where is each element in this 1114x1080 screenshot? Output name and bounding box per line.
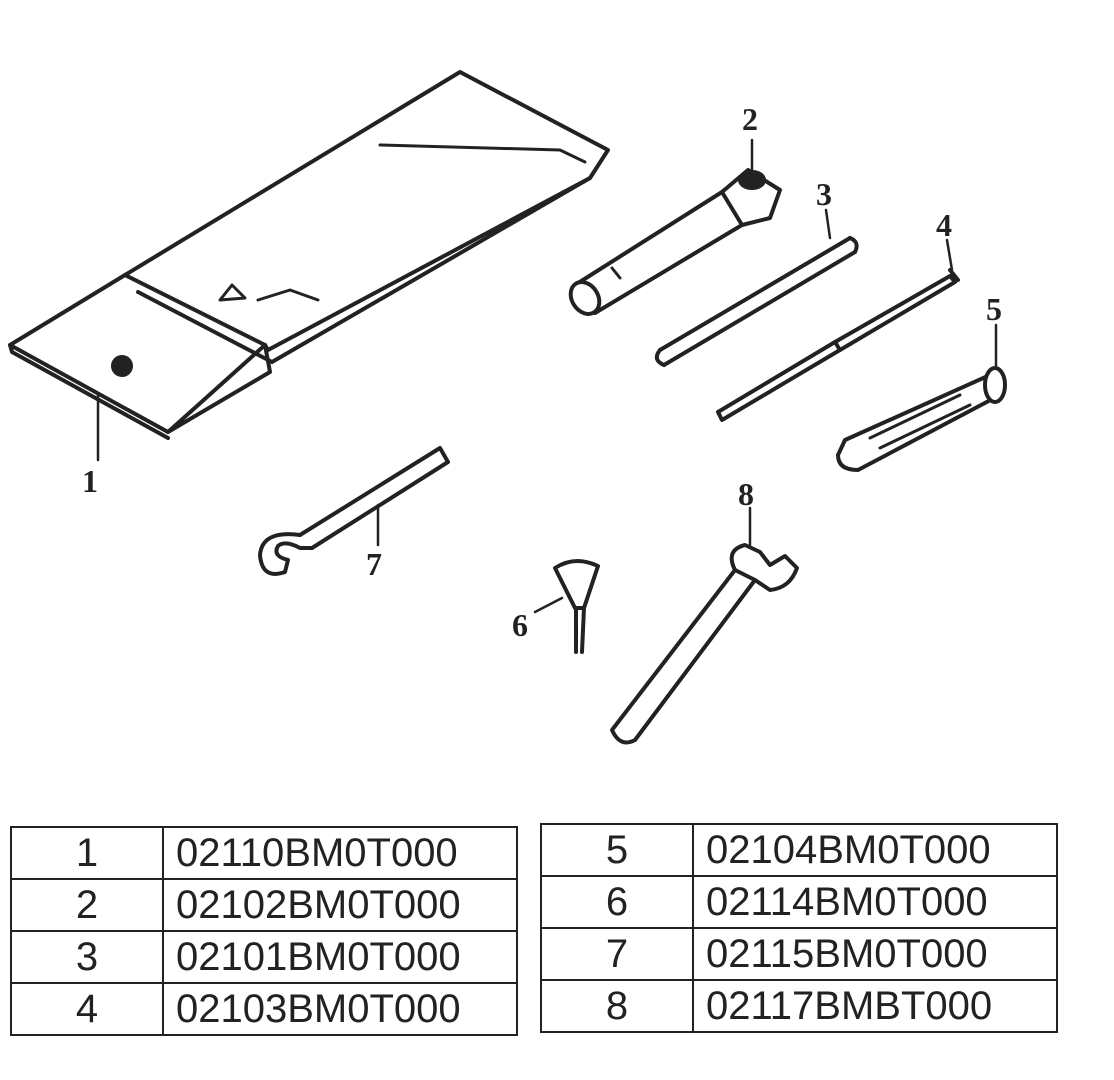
tommy-bar-illustration	[654, 236, 859, 367]
part-number: 5	[540, 823, 694, 877]
parts-table-left: 1 02110BM0T000 2 02102BM0T000 3 02101BM0…	[10, 826, 518, 1036]
part-number: 4	[10, 982, 164, 1036]
callout-7: 7	[366, 546, 382, 582]
table-row: 2 02102BM0T000	[10, 878, 518, 932]
part-code: 02104BM0T000	[692, 823, 1058, 877]
callout-1: 1	[82, 463, 98, 499]
callout-8: 8	[738, 476, 754, 512]
part-code: 02110BM0T000	[162, 826, 518, 880]
part-number: 8	[540, 979, 694, 1033]
table-row: 6 02114BM0T000	[540, 875, 1058, 929]
callout-2: 2	[742, 101, 758, 137]
table-row: 3 02101BM0T000	[10, 930, 518, 984]
leader-lines	[96, 138, 998, 614]
part-code: 02114BM0T000	[692, 875, 1058, 929]
screwdriver-handle-illustration	[836, 366, 1007, 472]
funnel-illustration	[553, 559, 600, 654]
table-row: 7 02115BM0T000	[540, 927, 1058, 981]
callout-5: 5	[986, 291, 1002, 327]
table-row: 1 02110BM0T000	[10, 826, 518, 880]
parts-table-right: 5 02104BM0T000 6 02114BM0T000 7 02115BM0…	[540, 823, 1058, 1033]
table-row: 5 02104BM0T000	[540, 823, 1058, 877]
part-number: 3	[10, 930, 164, 984]
part-number: 2	[10, 878, 164, 932]
screwdriver-blade-illustration	[716, 268, 960, 422]
part-code: 02117BMBT000	[692, 979, 1058, 1033]
callout-3: 3	[816, 176, 832, 212]
part-code: 02103BM0T000	[162, 982, 518, 1036]
box-spanner-illustration	[568, 168, 782, 316]
open-end-spanner-illustration	[610, 543, 799, 745]
tool-kit-diagram: 1 2 3 4 5 6 7 8	[8, 70, 1007, 745]
part-number: 7	[540, 927, 694, 981]
hook-spanner-illustration	[258, 446, 450, 576]
part-number: 1	[10, 826, 164, 880]
part-number: 6	[540, 875, 694, 929]
part-code: 02101BM0T000	[162, 930, 518, 984]
part-code: 02102BM0T000	[162, 878, 518, 932]
table-row: 8 02117BMBT000	[540, 979, 1058, 1033]
table-row: 4 02103BM0T000	[10, 982, 518, 1036]
callout-6: 6	[512, 607, 528, 643]
callout-4: 4	[936, 207, 952, 243]
part-code: 02115BM0T000	[692, 927, 1058, 981]
tool-bag-illustration	[8, 70, 610, 440]
